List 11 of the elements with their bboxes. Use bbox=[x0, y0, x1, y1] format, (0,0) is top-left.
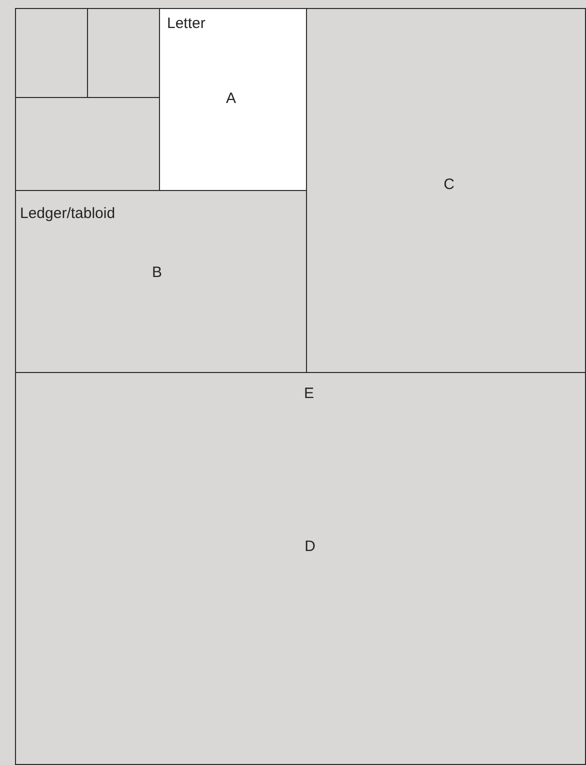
size-name: Letter bbox=[167, 16, 206, 32]
size-name: Ledger/tabloid bbox=[20, 206, 116, 222]
paper-size-box bbox=[15, 372, 586, 765]
size-letter: B bbox=[152, 264, 162, 282]
paper-size-box bbox=[306, 8, 586, 373]
paper-size-box bbox=[159, 8, 307, 191]
size-letter: C bbox=[444, 176, 454, 194]
size-letter: A bbox=[226, 90, 236, 108]
size-letter: E bbox=[304, 386, 314, 402]
empty-box bbox=[15, 8, 88, 98]
size-letter: D bbox=[304, 538, 316, 556]
